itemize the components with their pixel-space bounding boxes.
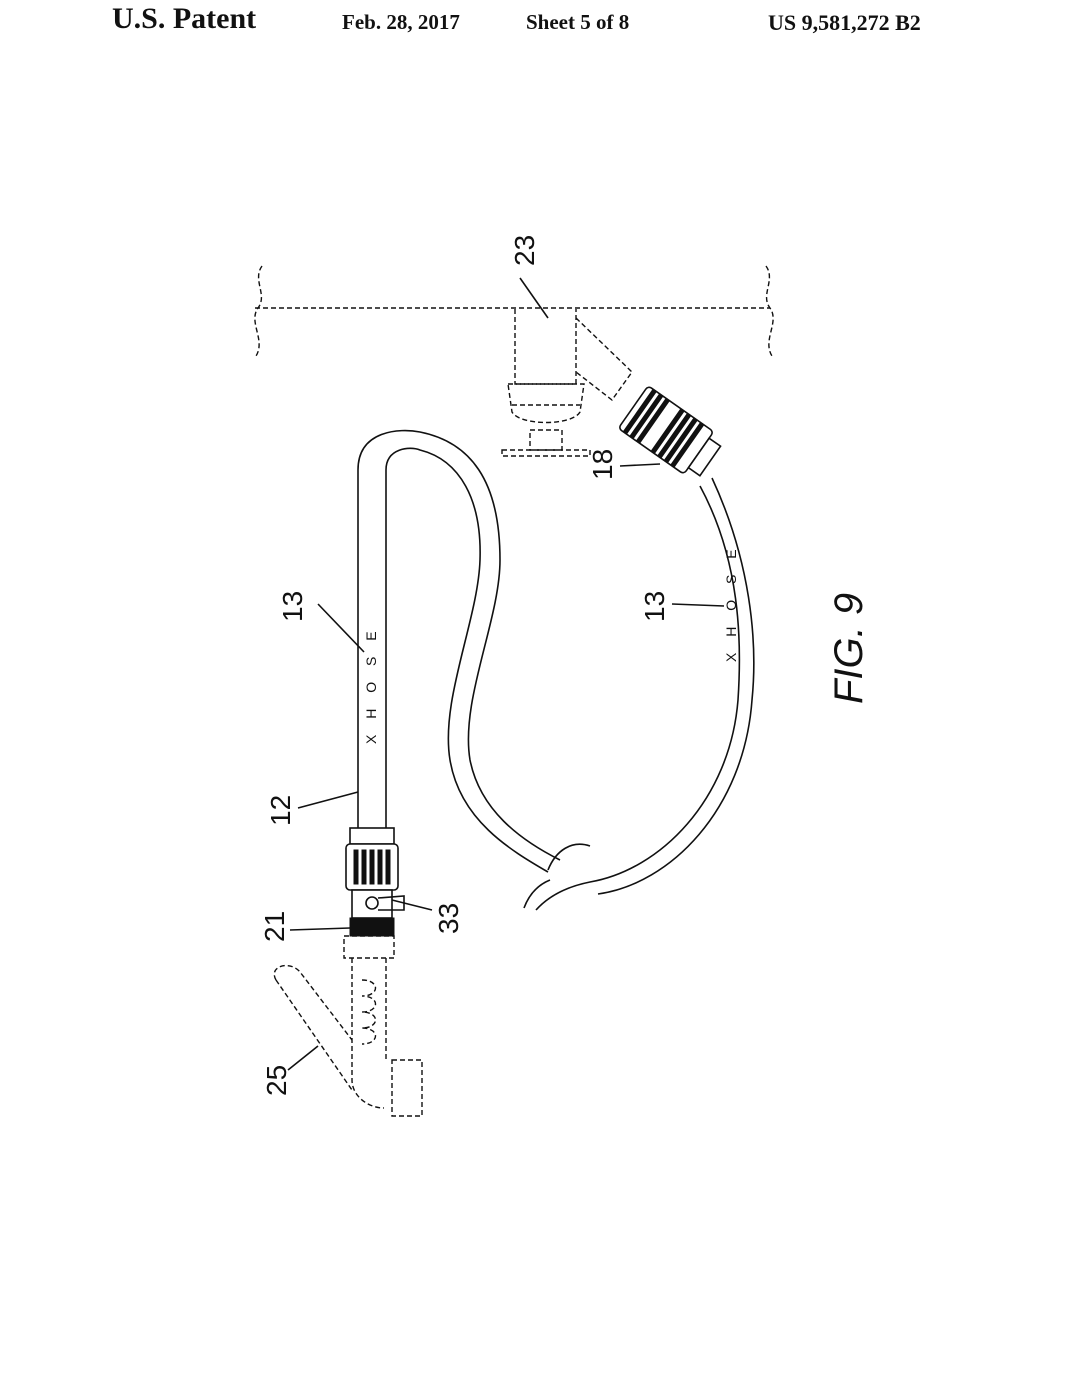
- wall-outline: [254, 265, 774, 357]
- ref-23: 23: [509, 235, 540, 266]
- lower-coupling: [345, 827, 405, 937]
- sprayer-outline: [273, 935, 423, 1117]
- header-date: Feb. 28, 2017: [342, 10, 460, 34]
- leader-lines: [287, 277, 725, 1071]
- header-sheet: Sheet 5 of 8: [526, 10, 630, 34]
- hose-body: [357, 429, 755, 911]
- ref-13-upper: 13: [277, 591, 308, 622]
- ref-13-lower: 13: [639, 591, 670, 622]
- hose-print-upper: X H O S E: [363, 625, 379, 744]
- ref-12: 12: [265, 795, 296, 826]
- upper-coupling: [619, 386, 722, 477]
- page-header: U.S. Patent Feb. 28, 2017 Sheet 5 of 8 U…: [0, 0, 1080, 50]
- ref-18: 18: [587, 449, 618, 480]
- ref-25: 25: [261, 1065, 292, 1096]
- figure-label: FIG. 9: [827, 593, 871, 704]
- ref-33: 33: [433, 903, 464, 934]
- ref-21: 21: [259, 911, 290, 942]
- header-patent-number: US 9,581,272 B2: [768, 10, 921, 35]
- hose-print-lower: X H O S E: [723, 543, 739, 662]
- header-title: U.S. Patent: [112, 2, 257, 35]
- faucet-outline: [501, 309, 633, 457]
